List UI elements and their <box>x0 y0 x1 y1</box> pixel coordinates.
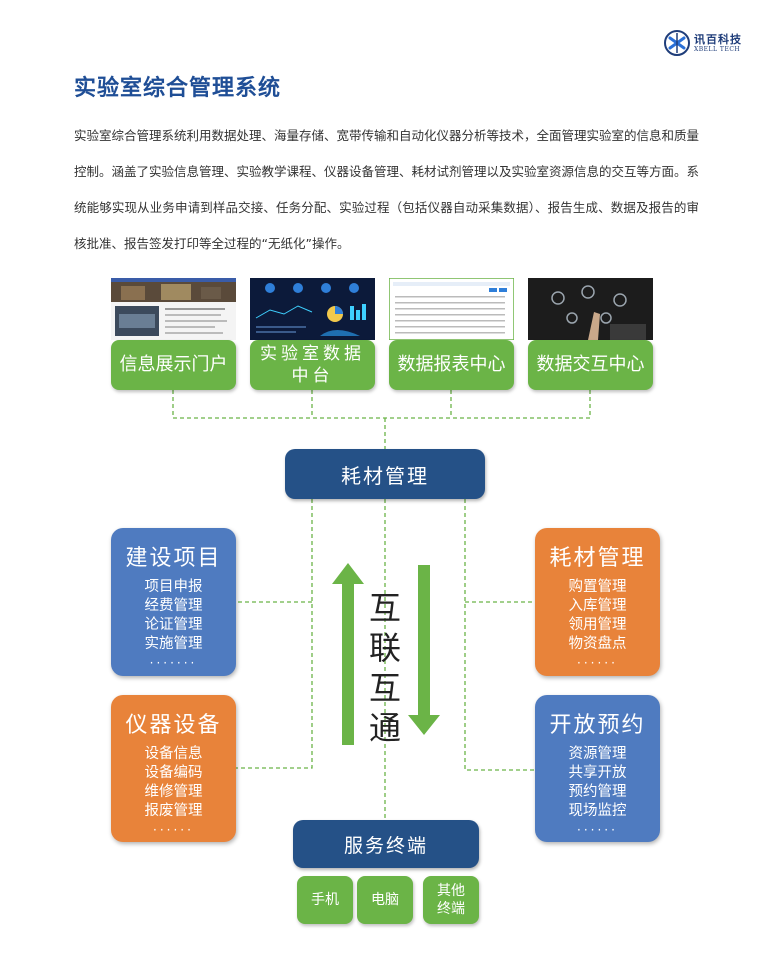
service-terminal-label: 服务终端 <box>343 834 428 857</box>
card-title: 建设项目 <box>125 546 222 571</box>
card-more: ······· <box>149 656 198 670</box>
card-item: 共享开放 <box>568 765 627 781</box>
card-more: ······ <box>577 823 618 837</box>
card-item: 维修管理 <box>144 784 203 800</box>
portal-screenshot <box>111 278 236 340</box>
card-item: 购置管理 <box>568 579 627 595</box>
interconnect-char: 互 <box>368 669 401 707</box>
card-item: 论证管理 <box>144 617 203 633</box>
terminal-other-label: 其他终端 <box>437 883 465 917</box>
card-more: ······ <box>577 656 618 670</box>
card-more: ······ <box>153 823 194 837</box>
instrument-equipment-card[interactable]: 仪器设备 设备信息 设备编码 维修管理 报废管理 ······ <box>111 695 236 842</box>
card-item: 物资盘点 <box>568 636 627 652</box>
hub-box[interactable]: 耗材管理 <box>285 449 485 499</box>
terminal-computer[interactable]: 电脑 <box>357 876 413 924</box>
interconnect-char: 联 <box>368 629 401 667</box>
data-exchange-label-text: 数据交互中心 <box>536 354 645 375</box>
terminal-phone-label: 手机 <box>311 892 339 908</box>
open-booking-card[interactable]: 开放预约 资源管理 共享开放 预约管理 现场监控 ······ <box>535 695 660 842</box>
portal-label-text: 信息展示门户 <box>119 354 228 375</box>
report-center-label[interactable]: 数据报表中心 <box>389 340 514 390</box>
service-terminal-box[interactable]: 服务终端 <box>293 820 479 868</box>
card-item: 设备信息 <box>144 746 203 762</box>
card-title: 开放预约 <box>549 713 646 738</box>
logo-name-cn: 讯百科技 <box>694 33 742 46</box>
card-item: 设备编码 <box>144 765 203 781</box>
report-center-screenshot <box>389 278 514 340</box>
interconnect-text: 互 联 互 通 <box>365 588 405 748</box>
data-platform-screenshot <box>250 278 375 340</box>
card-item: 预约管理 <box>568 784 627 800</box>
arrows <box>332 563 440 745</box>
portal-label[interactable]: 信息展示门户 <box>111 340 236 390</box>
card-title: 耗材管理 <box>549 546 646 571</box>
data-platform-label[interactable]: 实验室数据中台 <box>250 340 375 390</box>
card-item: 报废管理 <box>144 803 203 819</box>
page-title: 实验室综合管理系统 <box>74 76 282 101</box>
card-item: 项目申报 <box>144 579 203 595</box>
terminal-other[interactable]: 其他终端 <box>423 876 479 924</box>
logo-icon <box>664 30 690 56</box>
interconnect-char: 互 <box>368 589 401 627</box>
construction-project-card[interactable]: 建设项目 项目申报 经费管理 论证管理 实施管理 ······· <box>111 528 236 676</box>
hub-label: 耗材管理 <box>341 463 429 488</box>
logo-name-en: XBELL TECH <box>694 46 741 53</box>
card-item: 入库管理 <box>568 598 627 614</box>
card-item: 领用管理 <box>568 617 627 633</box>
card-title: 仪器设备 <box>125 713 222 738</box>
card-item: 资源管理 <box>568 746 627 762</box>
data-exchange-label[interactable]: 数据交互中心 <box>528 340 653 390</box>
data-exchange-screenshot <box>528 278 653 340</box>
card-item: 经费管理 <box>144 598 203 614</box>
card-item: 现场监控 <box>568 803 627 819</box>
data-platform-label-text: 实验室数据中台 <box>260 344 365 386</box>
card-item: 实施管理 <box>144 636 203 652</box>
interconnect-char: 通 <box>368 709 401 747</box>
report-center-label-text: 数据报表中心 <box>397 354 506 375</box>
terminal-computer-label: 电脑 <box>371 892 399 908</box>
consumables-card[interactable]: 耗材管理 购置管理 入库管理 领用管理 物资盘点 ······ <box>535 528 660 676</box>
intro-paragraph: 实验室综合管理系统利用数据处理、海量存储、宽带传输和自动化仪器分析等技术，全面管… <box>74 128 700 251</box>
company-logo: 讯百科技 XBELL TECH <box>664 30 741 58</box>
terminal-phone[interactable]: 手机 <box>297 876 353 924</box>
